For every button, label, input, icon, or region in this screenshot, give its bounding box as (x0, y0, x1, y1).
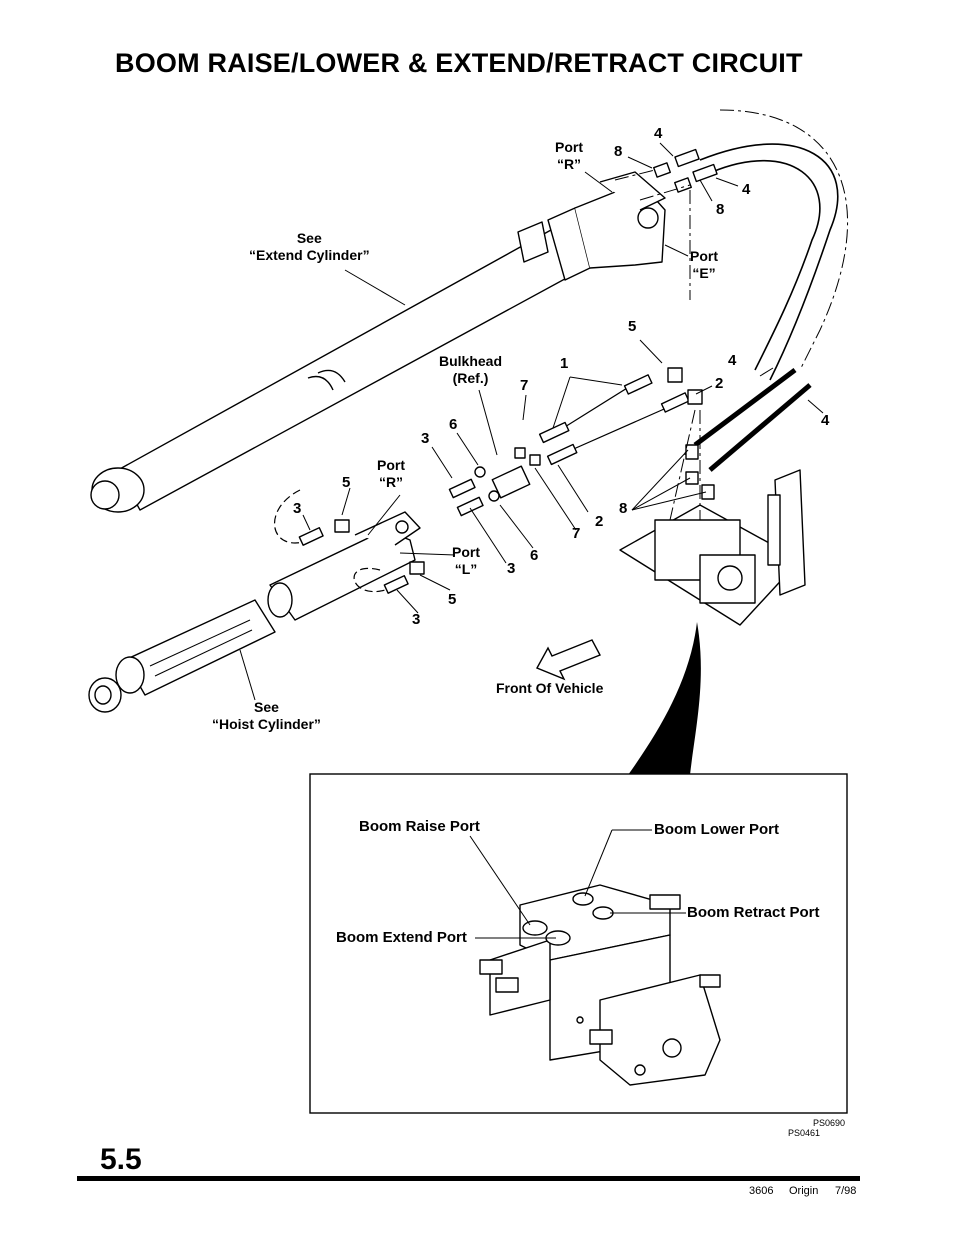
see-extend-line2: “Extend Cylinder” (249, 247, 370, 263)
callout-5: 5 (448, 591, 457, 608)
front-arrow-icon (536, 639, 601, 681)
inset-valve (479, 884, 721, 1086)
section-number: 5.5 (100, 1143, 142, 1176)
port-l-line2: “L” (454, 561, 478, 577)
port-r-top-line2: “R” (556, 156, 582, 172)
bulkhead-line2: (Ref.) (452, 370, 489, 386)
hoist-cylinder (88, 511, 421, 713)
boom-extend-port-label: Boom Extend Port (336, 929, 467, 946)
footer-rule (77, 1176, 860, 1181)
port-e-label: Port “E” (690, 248, 718, 282)
bulkhead-label: Bulkhead (Ref.) (439, 353, 502, 387)
port-r-low-line2: “R” (378, 474, 404, 490)
callout-8: 8 (716, 201, 725, 218)
see-extend-label: See “Extend Cylinder” (249, 230, 370, 264)
see-extend-line1: See (296, 230, 322, 246)
valve-assembly (619, 469, 806, 626)
callout-6: 6 (449, 416, 458, 433)
callout-1: 1 (560, 355, 569, 372)
bulkhead-line1: Bulkhead (439, 353, 503, 369)
figure-code: PS0461 (788, 1128, 821, 1138)
port-e-line2: “E” (692, 265, 716, 281)
callout-7: 7 (520, 377, 529, 394)
center-lines (614, 109, 849, 521)
leader-lines (239, 142, 824, 701)
fittings (298, 148, 718, 594)
port-l-line1: Port (452, 544, 480, 560)
callout-2: 2 (595, 513, 604, 530)
callout-3: 3 (421, 430, 430, 447)
page-title: BOOM RAISE/LOWER & EXTEND/RETRACT CIRCUI… (115, 48, 803, 78)
callout-4: 4 (654, 125, 663, 142)
callout-4: 4 (821, 412, 830, 429)
hoses (273, 143, 839, 593)
extend-cylinder (90, 171, 666, 513)
callout-8: 8 (619, 500, 628, 517)
callout-3: 3 (412, 611, 421, 628)
callout-4: 4 (742, 181, 751, 198)
callout-7: 7 (572, 525, 581, 542)
see-hoist-label: See “Hoist Cylinder” (212, 699, 321, 733)
callout-6: 6 (530, 547, 539, 564)
port-r-low-label: Port “R” (377, 457, 405, 491)
callout-4: 4 (728, 352, 737, 369)
see-hoist-line2: “Hoist Cylinder” (212, 716, 321, 732)
boom-raise-port-label: Boom Raise Port (359, 818, 480, 835)
callout-2: 2 (715, 375, 724, 392)
footer-date: 7/98 (835, 1185, 857, 1197)
port-r-top-label: Port “R” (555, 139, 583, 173)
see-hoist-line1: See (253, 699, 279, 715)
callout-5: 5 (342, 474, 351, 491)
footer-doc-number: 3606 (749, 1185, 774, 1197)
callout-3: 3 (507, 560, 516, 577)
callout-5: 5 (628, 318, 637, 335)
port-r-top-line1: Port (555, 139, 583, 155)
footer-origin: Origin (789, 1185, 819, 1197)
inset-leaders (469, 829, 686, 939)
callout-8: 8 (614, 143, 623, 160)
port-e-line1: Port (690, 248, 718, 264)
front-of-vehicle-label: Front Of Vehicle (496, 680, 604, 696)
boom-retract-port-label: Boom Retract Port (687, 904, 820, 921)
callout-wedge (628, 622, 701, 775)
callout-3: 3 (293, 500, 302, 517)
port-r-low-line1: Port (377, 457, 405, 473)
figure-code: PS0690 (813, 1118, 846, 1128)
boom-lower-port-label: Boom Lower Port (654, 821, 780, 838)
port-l-label: Port “L” (452, 544, 480, 578)
